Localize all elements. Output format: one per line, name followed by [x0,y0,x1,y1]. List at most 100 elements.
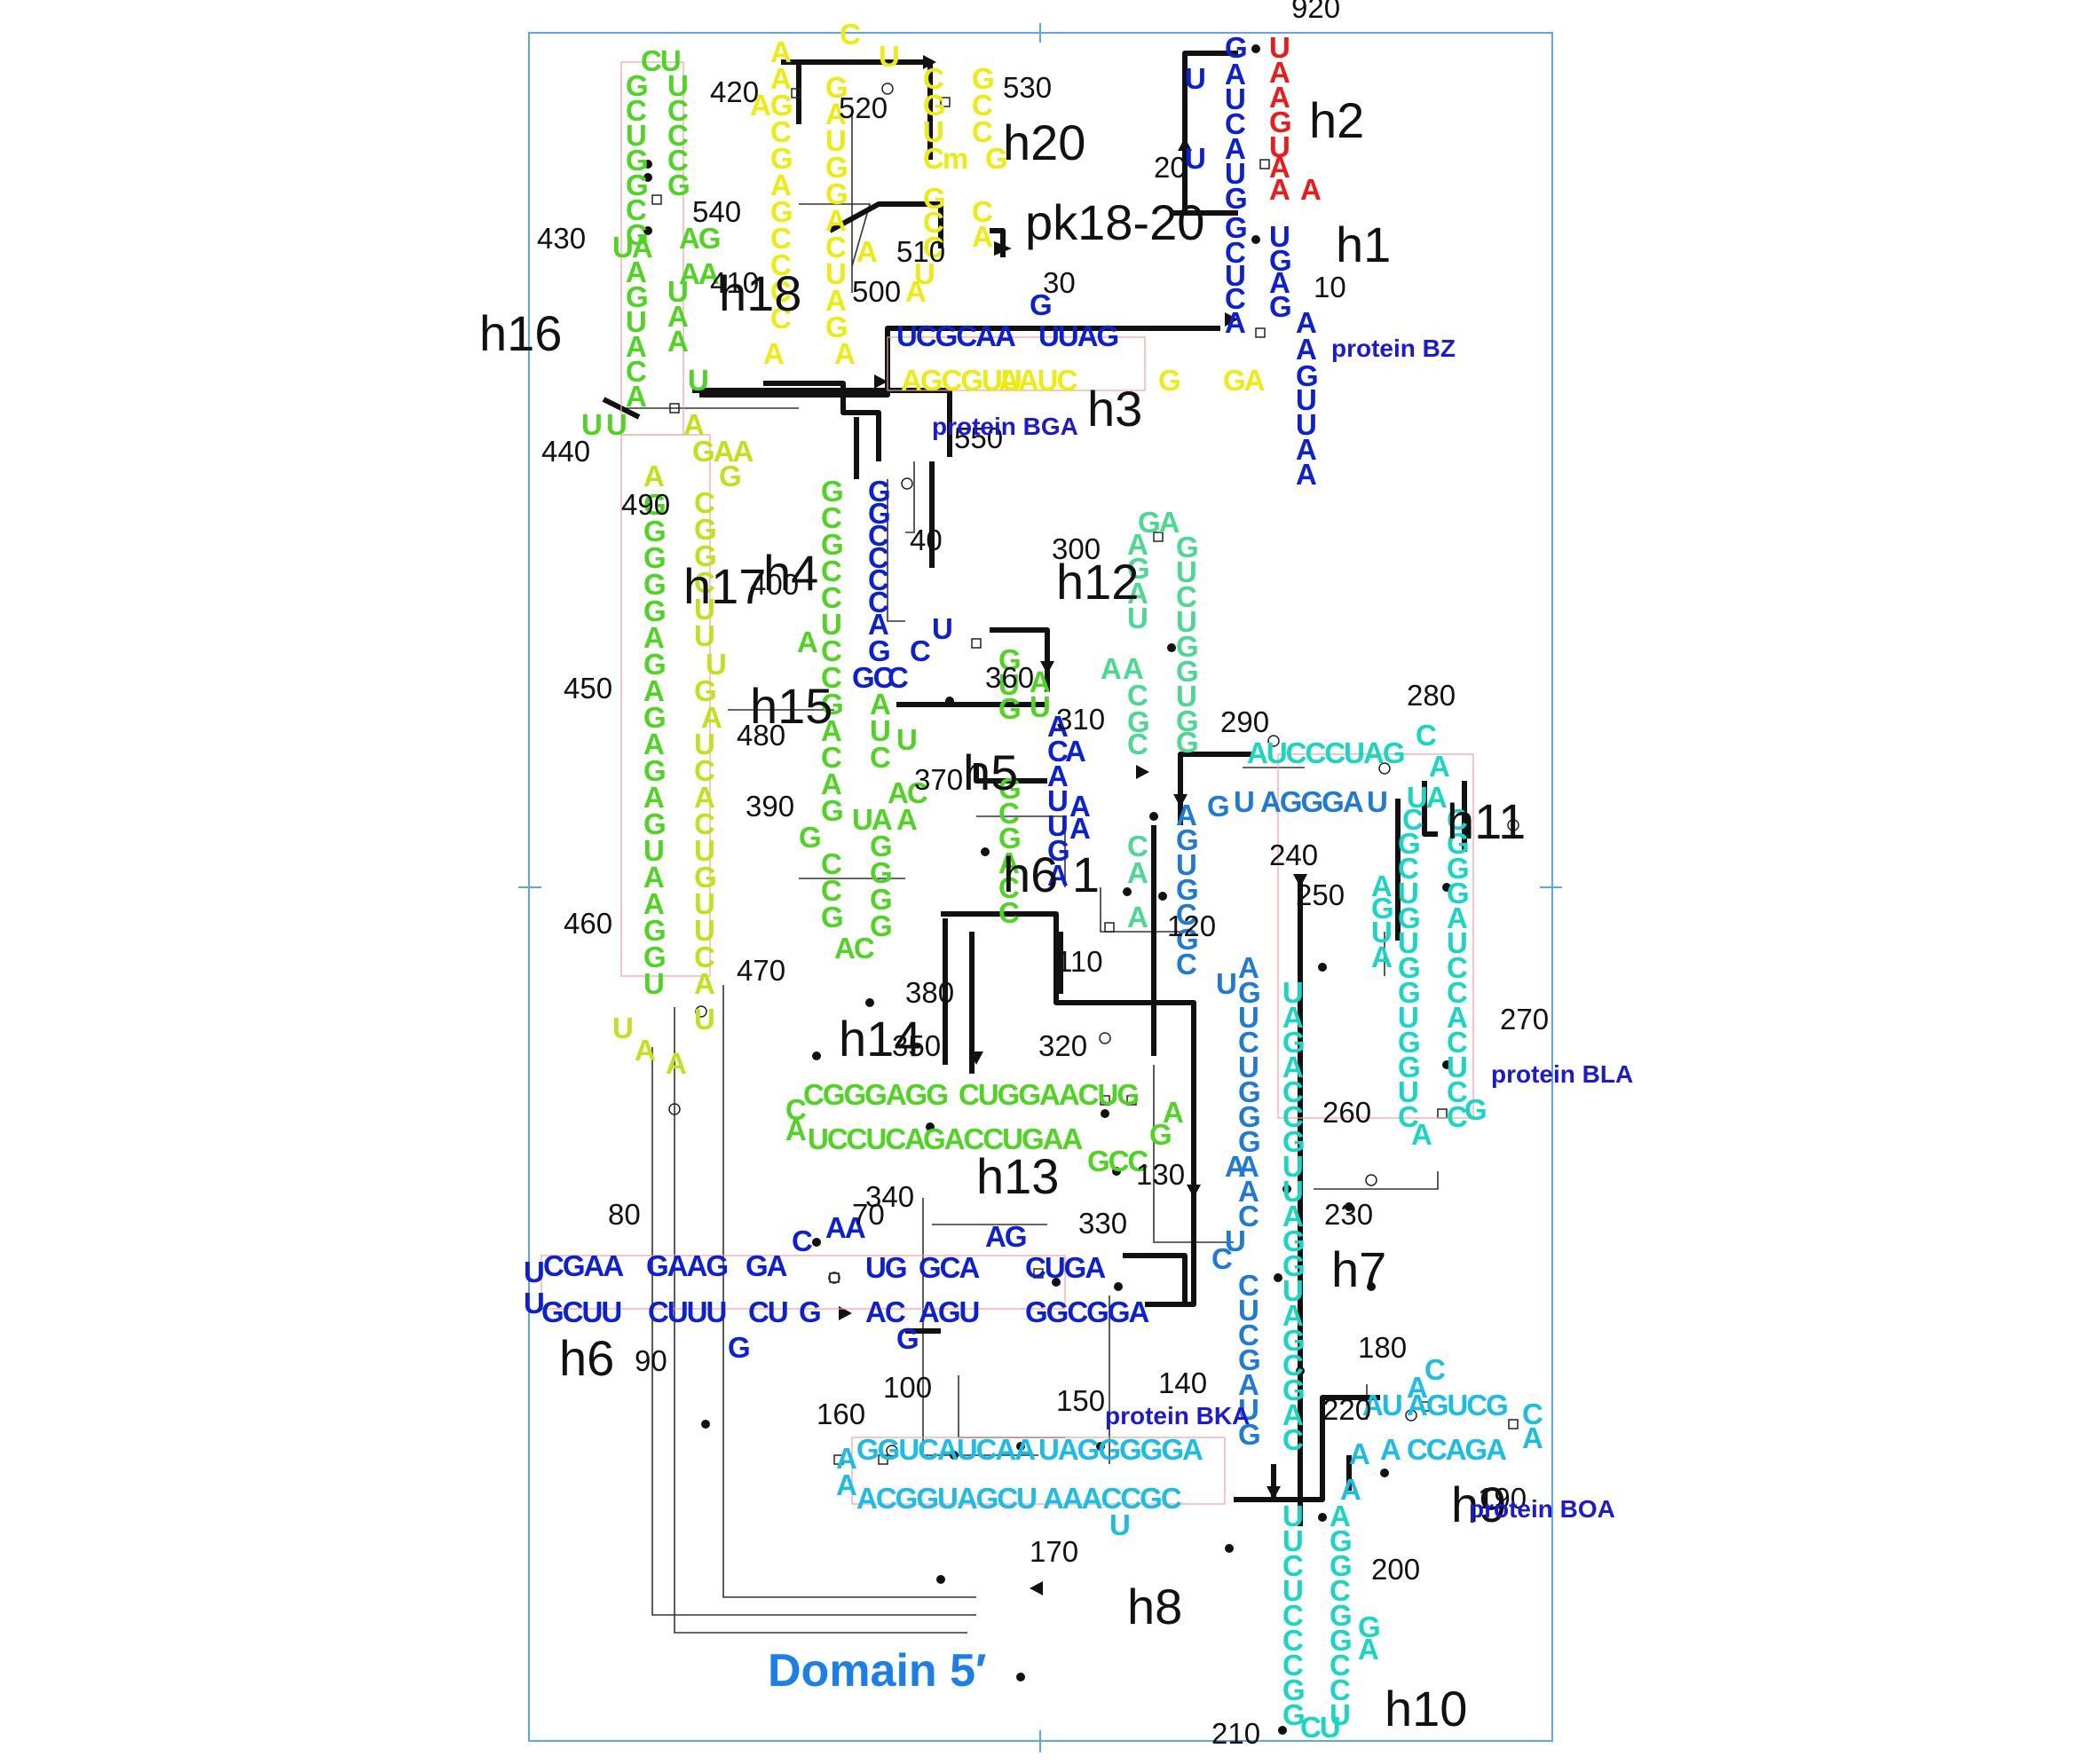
svg-text:A: A [1282,1001,1303,1034]
svg-text:A: A [666,1047,686,1080]
svg-text:A: A [635,1034,655,1067]
svg-text:G: G [821,688,842,721]
svg-text:U: U [524,1287,543,1319]
svg-text:C: C [1225,282,1245,315]
svg-text:U: U [1176,605,1195,638]
svg-text:A: A [626,330,646,363]
svg-text:A: A [1047,760,1068,792]
svg-text:G: G [770,142,792,175]
svg-text:U: U [1282,976,1302,1009]
label-h1: h1 [1336,217,1391,272]
svg-text:C: C [626,193,646,226]
pos-240: 240 [1269,839,1318,871]
svg-text:A: A [770,62,791,95]
svg-text:A: A [1447,902,1467,934]
svg-text:U: U [612,1012,632,1044]
svg-text:C: C [1211,1242,1232,1275]
svg-text:A: A [1282,1200,1303,1232]
pos-540: 540 [692,195,741,228]
svg-text:C: C [868,586,888,618]
svg-text:C: C [1398,852,1418,885]
svg-text:C: C [1282,1075,1303,1108]
svg-text:U: U [1176,680,1195,713]
svg-text:C: C [1282,1599,1303,1632]
svg-text:A: A [836,1442,856,1475]
svg-text:A: A [770,35,791,68]
svg-text:U: U [626,119,645,152]
label-h14: h14 [839,1011,921,1067]
svg-text:U: U [643,967,663,1000]
pos-500: 500 [852,275,901,308]
svg-text:CCAGA: CCAGA [1407,1433,1506,1466]
svg-text:C: C [785,1093,806,1126]
svg-text:A: A [972,220,992,253]
svg-text:G: G [1398,1026,1419,1059]
svg-text:G: G [1282,1225,1304,1257]
pos-480: 480 [737,719,785,752]
svg-text:A: A [825,204,846,237]
svg-text:A: A [856,235,877,268]
svg-text:U: U [1030,690,1049,723]
svg-text:AC: AC [888,776,927,809]
helix-labels: h1 h2 h3 h4 h5 h6 h7 h8 h9 h10 h11 h12 h… [479,92,1526,1736]
svg-text:C: C [1282,1349,1303,1382]
noncanonical-pair-symbols [651,83,1519,1465]
svg-text:G: G [1447,877,1468,910]
svg-text:GA: GA [1223,364,1265,397]
svg-text:C: C [1424,1353,1445,1386]
pos-90: 90 [635,1344,667,1377]
svg-text:C: C [821,501,841,534]
svg-text:G: G [643,701,665,734]
svg-text:AU: AU [1362,1389,1401,1421]
svg-text:C: C [1127,679,1148,712]
pos-100: 100 [883,1371,932,1404]
svg-text:A: A [1371,941,1392,973]
tertiary-interaction-lines [621,106,1439,1634]
svg-text:AA: AA [825,1211,865,1244]
svg-text:U: U [914,257,934,290]
pos-550: 550 [954,421,1003,454]
svg-text:AGU: AGU [919,1295,979,1328]
svg-text:G: G [719,460,740,492]
svg-text:C: C [998,871,1019,904]
svg-text:U: U [1398,877,1417,910]
svg-text:G: G [870,910,891,942]
svg-text:U: U [1225,1225,1244,1257]
svg-text:A: A [821,768,841,800]
svg-text:U: U [1047,809,1067,842]
svg-text:CU: CU [1300,1711,1339,1744]
svg-text:U: U [1447,926,1466,959]
svg-text:C: C [821,847,841,880]
svg-text:G: G [1225,31,1246,64]
svg-text:A: A [797,626,817,658]
protein-bka: protein BKA [1105,1402,1250,1429]
label-h8: h8 [1127,1579,1182,1634]
svg-text:G: G [694,513,715,546]
svg-text:C: C [694,754,714,787]
svg-text:U: U [1296,408,1315,441]
svg-text:A: A [1340,1473,1361,1506]
svg-text:A: A [1238,1175,1259,1208]
svg-text:U: U [825,124,845,157]
svg-text:A: A [1176,799,1196,831]
label-h6: h6 [559,1330,614,1386]
svg-text:U: U [1225,83,1244,115]
svg-text:G: G [1030,288,1051,321]
svg-text:A: A [643,861,664,894]
svg-text:U: U [1398,926,1417,959]
svg-text:U: U [1367,785,1386,818]
svg-text:A: A [1296,333,1316,366]
svg-text:U: U [1047,784,1067,817]
svg-text:G: G [1282,1026,1304,1059]
svg-text:CUUU: CUUU [648,1295,725,1328]
svg-text:C: C [1447,951,1467,984]
